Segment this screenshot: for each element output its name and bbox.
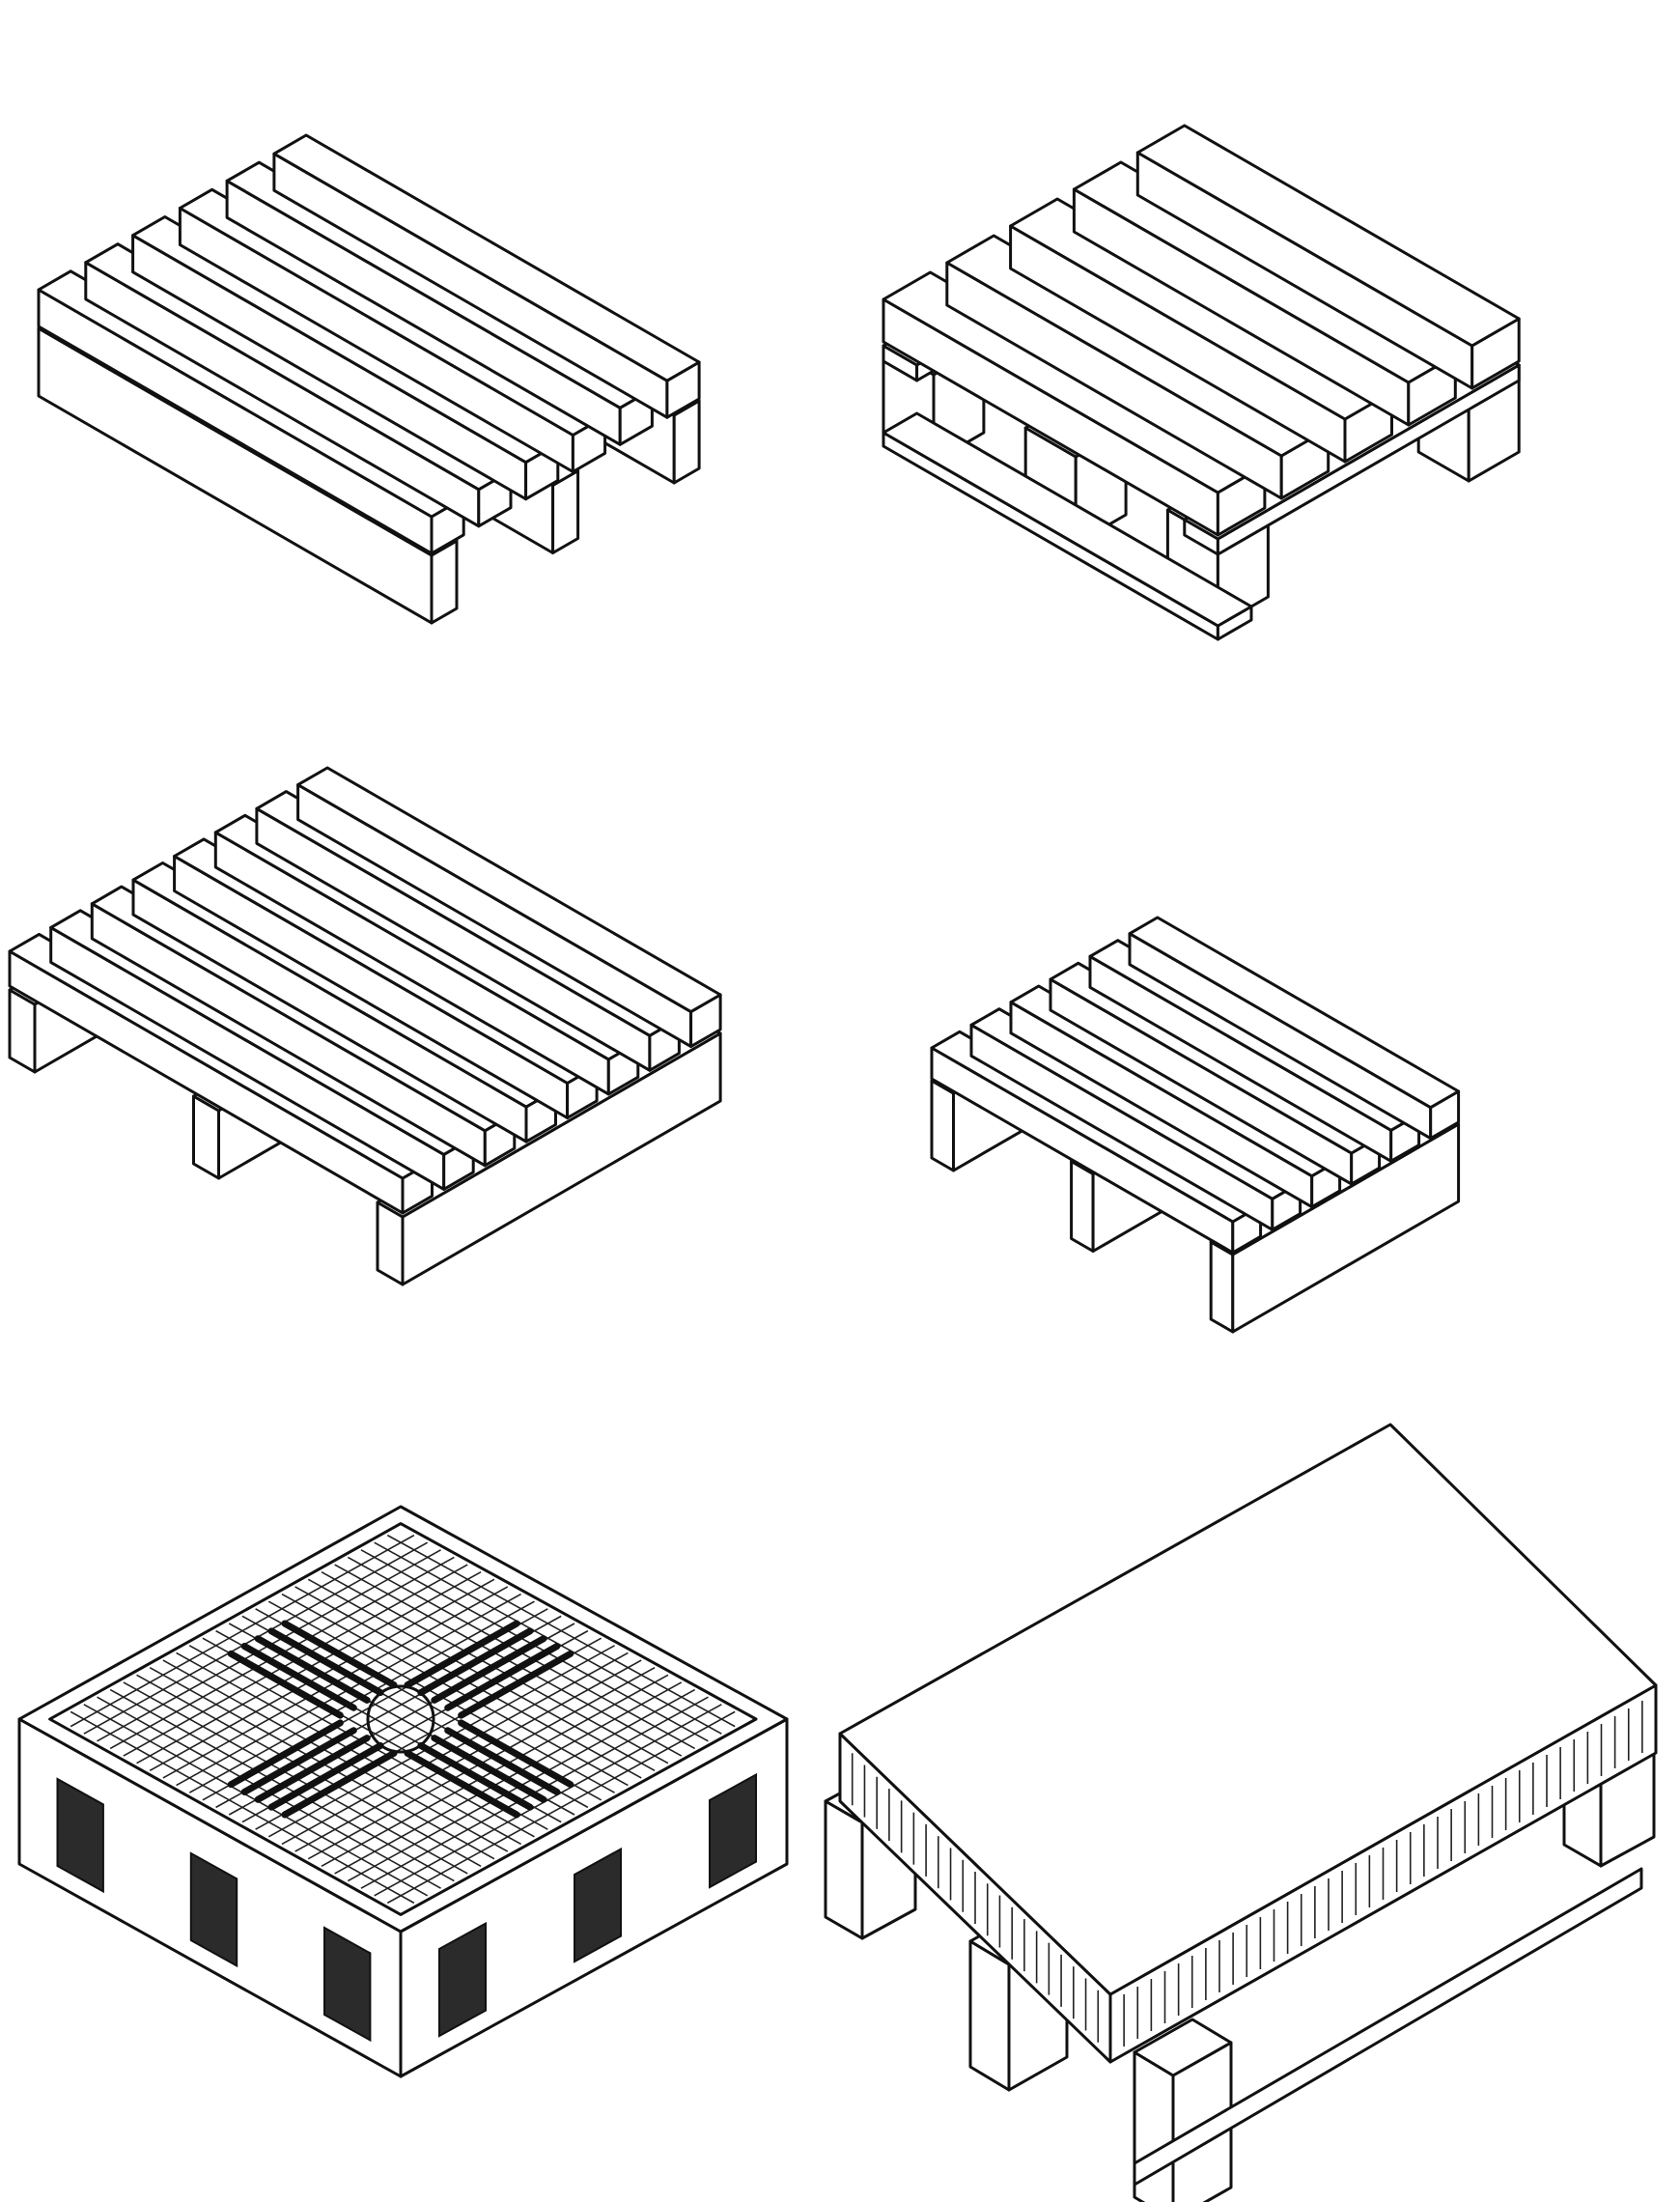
- bottom-board: [882, 411, 1253, 641]
- euro-block-pallet: [882, 124, 1521, 641]
- deck-board: [1072, 160, 1457, 427]
- plastic-leg: [574, 1847, 622, 1963]
- plastic-leg: [56, 1777, 104, 1894]
- deck-board: [1135, 124, 1521, 390]
- honeycomb-paper-pallet: [824, 1423, 1658, 2202]
- two-way-stringer-pallet: [37, 133, 701, 625]
- plastic-leg: [709, 1772, 757, 1889]
- bottom-rail: [1133, 1867, 1643, 2187]
- deck-board: [296, 766, 722, 1049]
- deck-board: [945, 234, 1330, 500]
- plastic-leg: [438, 1921, 487, 2038]
- deck-board: [272, 133, 701, 419]
- plastic-leg: [323, 1926, 372, 2043]
- notched-stringer-pallet: [8, 766, 722, 1286]
- top-sheet: [838, 1423, 1658, 1996]
- plastic-grid-pallet: [17, 1505, 789, 2078]
- small-stringer-pallet: [930, 916, 1461, 1334]
- deck-board: [1128, 916, 1461, 1141]
- plastic-leg: [189, 1851, 238, 1968]
